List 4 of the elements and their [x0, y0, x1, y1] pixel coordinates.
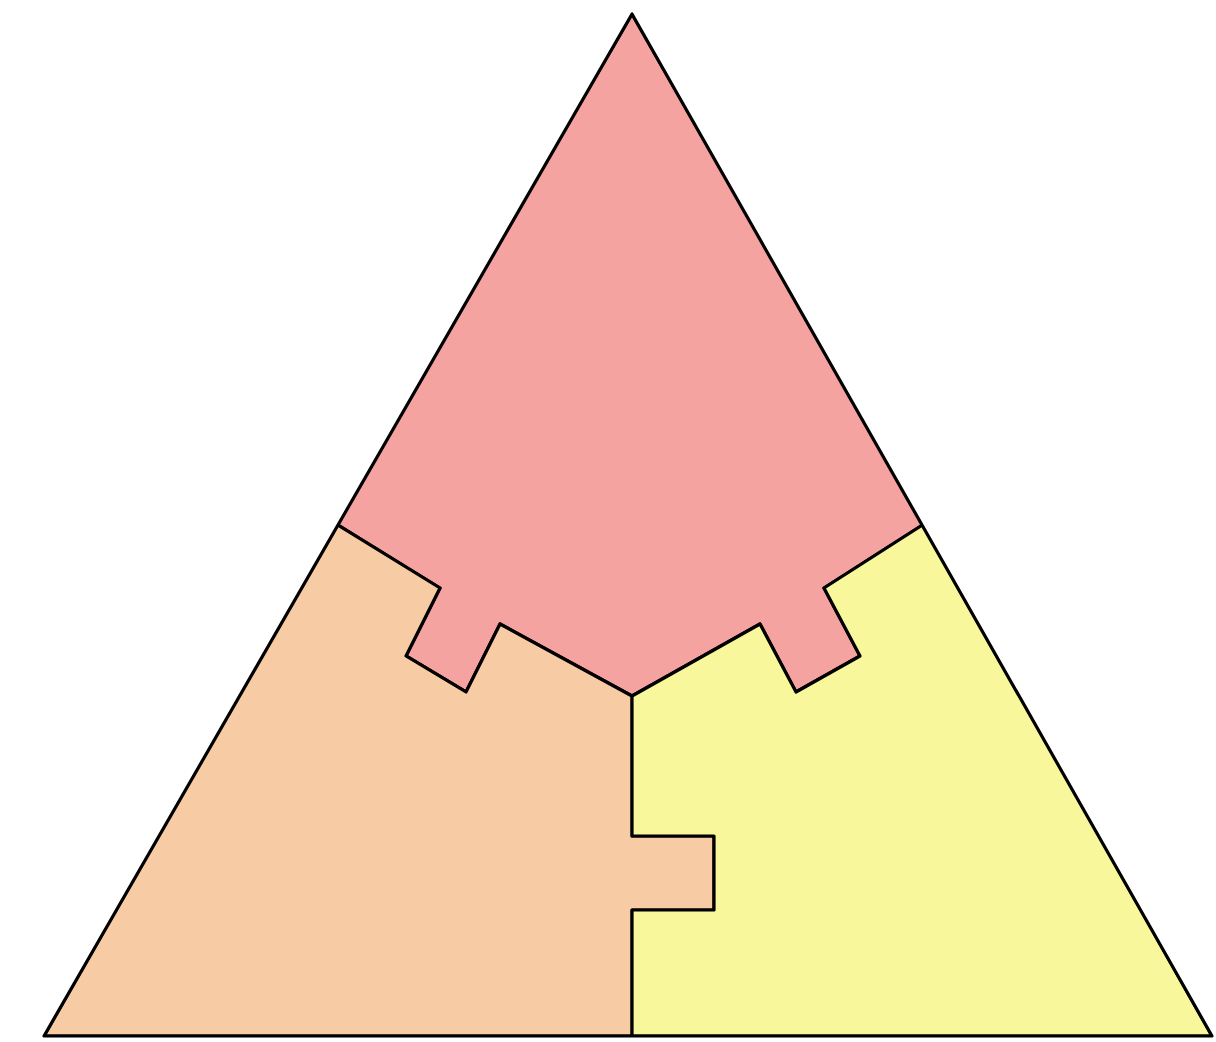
puzzle-piece — [334, 14, 926, 698]
triangle-outline — [42, 12, 1214, 1038]
puzzle-piece — [630, 522, 1212, 1036]
puzzle-piece — [44, 522, 716, 1036]
